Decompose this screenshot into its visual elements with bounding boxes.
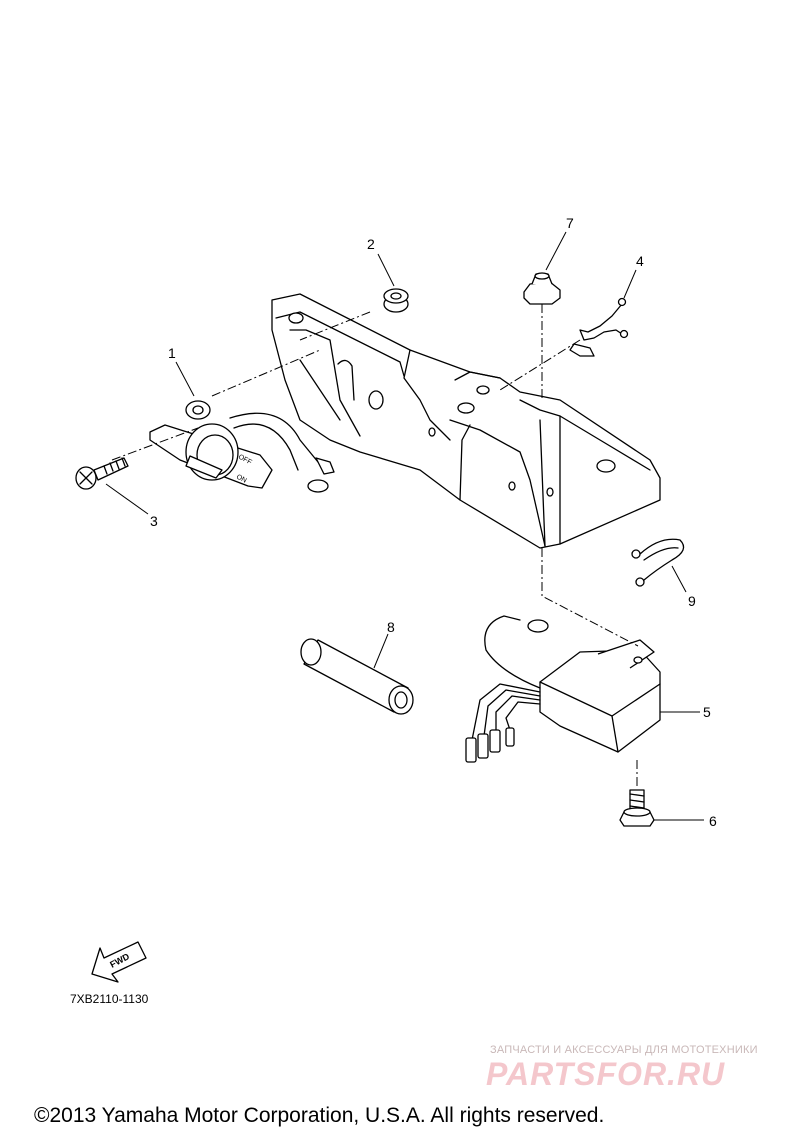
watermark-tagline: ЗАПЧАСТИ И АКСЕССУАРЫ ДЛЯ МОТОТЕХНИКИ bbox=[490, 1044, 758, 1056]
parts-diagram: OFF ON bbox=[75, 215, 717, 983]
callout-6: 6 bbox=[709, 813, 717, 829]
fwd-arrow-icon: FWD bbox=[91, 941, 147, 983]
watermark-logo: PARTSFOR.RU bbox=[486, 1056, 726, 1092]
callout-8: 8 bbox=[387, 619, 395, 635]
copyright-notice: ©2013 Yamaha Motor Corporation, U.S.A. A… bbox=[34, 1104, 605, 1127]
callout-9: 9 bbox=[688, 593, 696, 609]
screw-part-3 bbox=[75, 457, 129, 490]
sleeve-part-8 bbox=[300, 638, 414, 715]
callout-numbers: 1 2 3 4 5 6 7 8 9 bbox=[150, 215, 717, 829]
callout-1: 1 bbox=[168, 345, 176, 361]
leader-lines bbox=[105, 231, 704, 821]
clamp-part-4 bbox=[569, 297, 629, 357]
callout-5: 5 bbox=[703, 704, 711, 720]
diagram-code: 7XB2110-1130 bbox=[70, 992, 149, 1006]
bolt-part-6 bbox=[619, 789, 655, 827]
assembly-lines bbox=[111, 304, 639, 788]
clip-part-9 bbox=[631, 538, 685, 587]
callout-2: 2 bbox=[367, 236, 375, 252]
collar-part-2 bbox=[383, 288, 409, 313]
nut-part-7 bbox=[523, 272, 561, 305]
callout-4: 4 bbox=[636, 253, 644, 269]
stop-switch-part-1: OFF ON bbox=[149, 400, 335, 493]
callout-3: 3 bbox=[150, 513, 158, 529]
switch-on-label: ON bbox=[235, 474, 248, 485]
mounting-bracket bbox=[271, 293, 661, 549]
callout-7: 7 bbox=[566, 215, 574, 231]
cdi-unit-part-5 bbox=[465, 615, 661, 763]
